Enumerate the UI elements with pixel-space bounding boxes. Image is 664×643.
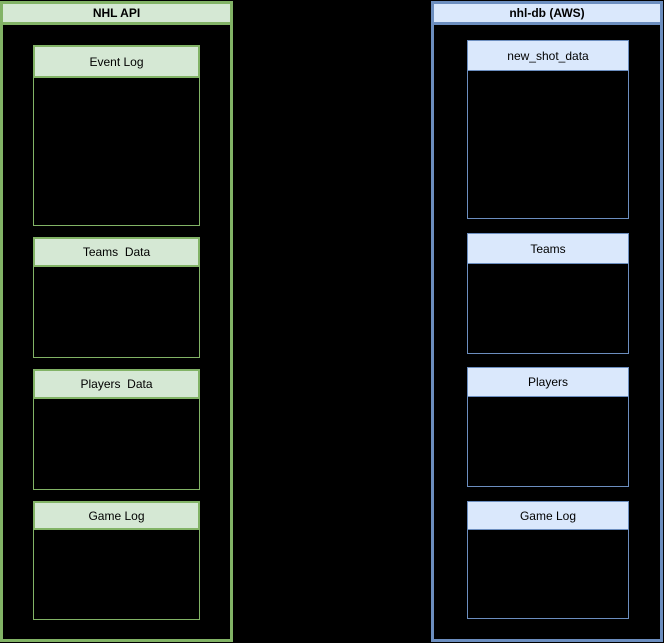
box-teams-body: [467, 264, 629, 354]
box-teams-data-body: [33, 267, 200, 358]
nhl-db-panel-title: nhl-db (AWS): [434, 4, 660, 25]
box-event-log-title: Event Log: [33, 45, 200, 78]
box-game-log-api-body: [33, 530, 200, 620]
box-players: Players: [467, 367, 629, 487]
box-new-shot-data-body: [467, 71, 629, 219]
box-new-shot-data-title: new_shot_data: [467, 40, 629, 71]
box-teams: Teams: [467, 233, 629, 354]
box-players-data: Players Data: [33, 369, 200, 490]
nhl-api-panel-title: NHL API: [3, 4, 230, 25]
box-teams-data-title: Teams Data: [33, 237, 200, 267]
box-new-shot-data: new_shot_data: [467, 40, 629, 219]
box-game-log-api: Game Log: [33, 501, 200, 620]
box-game-log-db: Game Log: [467, 501, 629, 619]
box-players-body: [467, 397, 629, 487]
box-event-log-body: [33, 78, 200, 226]
box-players-title: Players: [467, 367, 629, 397]
box-event-log: Event Log: [33, 45, 200, 226]
box-game-log-db-body: [467, 530, 629, 619]
box-teams-data: Teams Data: [33, 237, 200, 358]
nhl-api-panel: NHL API: [0, 1, 233, 642]
box-players-data-title: Players Data: [33, 369, 200, 399]
nhl-db-panel: nhl-db (AWS): [431, 1, 663, 642]
box-game-log-db-title: Game Log: [467, 501, 629, 530]
box-game-log-api-title: Game Log: [33, 501, 200, 530]
box-players-data-body: [33, 399, 200, 490]
box-teams-title: Teams: [467, 233, 629, 264]
